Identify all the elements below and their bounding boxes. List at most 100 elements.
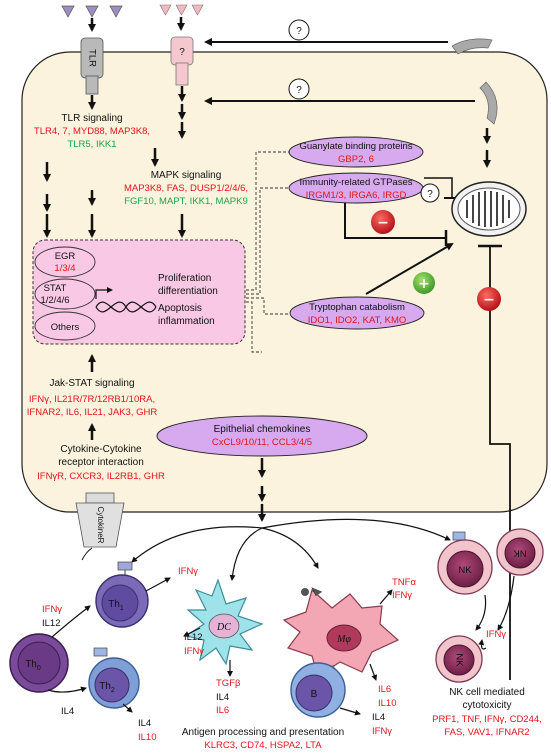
th2-cell: Th2 [88,647,140,709]
mapk-signaling-block: MAPK signaling MAP3K8, FAS, DUSP1/2/4/6,… [124,170,248,207]
chemokines-title: Epithelial chemokines [214,424,311,435]
tlr-signaling-title: TLR signaling [61,113,122,124]
nucleus: EGR 1/3/4 STAT 1/2/4/6 Others Proliferat… [32,239,246,345]
dashed-connectors [246,151,290,353]
outcome-inflammation: inflammation [158,316,215,327]
macrophage-cell: Mφ [282,587,400,677]
cytokine-receptor-label: CytokineR [96,507,105,544]
irg-group: Immunity-related GTPases IRGM1/3, IRGA6,… [288,172,424,204]
dc-out-tgfb: TGFβ [216,678,241,689]
middle-unknown-signal: ? [204,78,498,125]
dc-out-ifng: IFNγ [184,646,204,657]
egr-label: EGR [55,251,76,262]
gbp-title: Guanylate binding proteins [299,141,412,152]
th2-out-il10: IL10 [138,732,157,743]
tlr-ligands [61,5,123,32]
dna-helix [95,287,157,313]
b-label: B [311,689,318,700]
cytokine-interaction-title-2: receptor interaction [58,457,144,468]
jak-stat-genes-1: IFNγ, IL21R/7R/12RB1/10RA, [29,394,155,405]
minus-irg-sign [371,210,395,234]
th0-label: Th0 [25,659,41,672]
upper-unknown-signal: ? [204,19,493,55]
egr-numbers: 1/3/4 [54,263,75,274]
gbp-group: Guanylate binding proteins GBP2, 6 [288,136,424,168]
cytokine-interaction-block: Cytokine-Cytokine receptor interaction I… [37,444,165,482]
mph-out-il10: IL10 [378,698,397,709]
th0-cell: Th0 [9,633,69,693]
stat-numbers: 1/2/4/6 [40,295,69,306]
mph-label: Mφ [336,634,351,645]
mitochondrion [451,181,527,237]
irg-inhibition: − [344,203,448,246]
others-node [34,311,96,341]
unknown-receptor: ? [170,36,194,86]
host-cell [21,51,548,513]
minus-nk-sign [477,287,501,311]
minus-nk: − [483,292,495,308]
dc-out-il6: IL6 [216,705,229,716]
unknown-receptor-ligands [159,4,204,31]
question-middle: ? [296,85,302,96]
mph-out-tnfa: TNFα [392,577,416,588]
chemokines-genes: CxCL9/10/11, CCL3/4/5 [212,437,312,448]
dc-label: DC [216,622,231,633]
mapk-signaling-genes-2: FGF10, MAPT, IKK1, MAPK9 [124,196,248,207]
outcome-differentiation: differentiation [158,286,218,297]
tlr-signaling-genes-2: TLR5, IKK1 [67,139,116,150]
stat-node [34,278,96,310]
th2-cytokines: IL4 IL4 IL10 [61,703,157,743]
chemokines-group: Epithelial chemokines CxCL9/10/11, CCL3/… [156,415,368,522]
irg-title: Immunity-related GTPases [300,177,413,188]
b-out-il4: IL4 [372,712,385,723]
cytokine-interaction-genes: IFNγR, CXCR3, IL2RB1, GHR [37,471,165,482]
th1-in-il12: IL12 [42,618,61,629]
tlr-signaling-block: TLR signaling TLR4, 7, MYD88, MAP3K8, TL… [34,113,150,150]
nk2-label: NK [513,547,527,558]
tryptophan-group: Tryptophan catabolism IDO1, IDO2, KAT, K… [289,242,454,330]
cytokine-interaction-title-1: Cytokine-Cytokine [60,444,142,455]
stat-label: STAT [44,283,67,294]
egr-node [34,246,96,278]
gbp-genes: GBP2, 6 [338,154,374,165]
outcome-apoptosis: Apoptosis [158,303,202,314]
feedback-loop: ? [420,177,460,203]
dc-out-il12: IL12 [184,632,203,643]
antigen-genes: KLRC3, CD74, HSPA2, LTA [204,740,322,751]
irg-genes: IRGM1/3, IRGA6, IRGD [306,190,407,201]
b-out-ifng: IFNγ [372,726,392,737]
antigen-title: Antigen processing and presentation [182,727,344,738]
th0-arrows [47,605,91,693]
nk1-label: NK [458,565,472,576]
nk-caption-title-2: cytotoxicity [463,700,512,711]
unknown-receptor-label: ? [179,47,185,58]
mph-out-ifng: IFNγ [392,590,412,601]
plus-tryptophan: + [418,276,430,292]
cytokine-receptor: CytokineR [75,492,125,561]
b-cytokines: IL4 IFNγ [339,707,392,737]
tlr-receptor: TLR [80,37,104,95]
th1-out-ifng: IFNγ [178,566,198,577]
dendritic-cell: DC [184,578,264,666]
dc-cytokines: IL12 IFNγ TGFβ IL4 IL6 [183,627,241,716]
mph-out-il6: IL6 [378,684,391,695]
nk-out-ifng: IFNγ [486,629,506,640]
th1-in-ifng: IFNγ [42,604,62,615]
plus-sign [413,272,435,294]
tryptophan-title: Tryptophan catabolism [309,302,405,313]
tlr-label: TLR [86,49,97,67]
tlr-arrows [43,86,186,238]
nk-cell-3: NK [435,635,483,683]
antigen-caption: Antigen processing and presentation KLRC… [182,727,344,751]
th2-out-il4: IL4 [138,718,151,729]
mapk-signaling-title: MAPK signaling [151,170,222,181]
outcome-proliferation: Proliferation [158,273,211,284]
question-upper: ? [296,26,302,37]
question-feedback: ? [427,189,433,200]
th2-in-il4: IL4 [61,706,74,717]
dc-out-il4: IL4 [216,692,229,703]
nk-caption-title-1: NK cell mediated [449,687,525,698]
nk-cell-1: NK [437,531,493,595]
th2-label: Th2 [99,681,115,694]
